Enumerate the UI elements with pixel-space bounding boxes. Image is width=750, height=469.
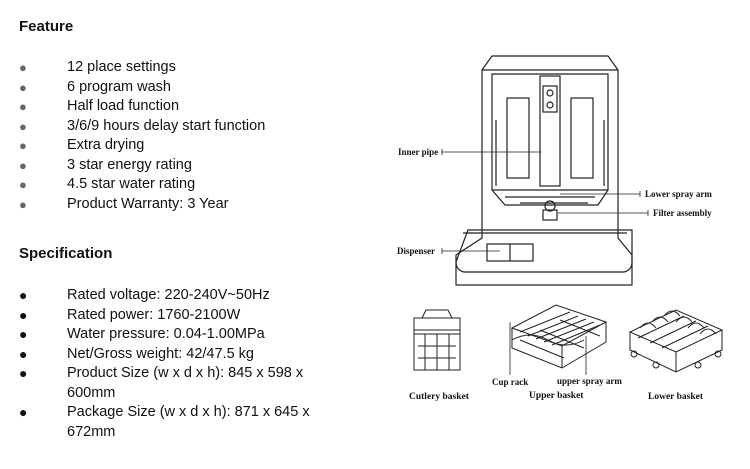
bullet-icon: ● [19,138,27,153]
bullet-icon: ● [19,99,27,114]
specification-item: ● Net/Gross weight: 42/47.5 kg [19,345,319,365]
cutlery-basket-illustration [413,309,461,371]
specification-item-text: Package Size (w x d x h): 871 x 645 x 67… [67,404,310,440]
lower-spray-arm-label: Lower spray arm [645,189,712,199]
specification-item: ● Rated power: 1760-2100W [19,306,319,326]
feature-list: ● 12 place settings ● 6 program wash ● Half l… [19,58,265,214]
specification-item: ● Rated voltage: 220-240V~50Hz [19,286,319,306]
bullet-icon: ● [19,345,28,362]
cutlery-basket-caption: Cutlery basket [409,392,470,402]
bullet-icon: ● [19,306,28,323]
filter-assembly-label: Filter assembly [653,208,712,218]
feature-item-text: 3/6/9 hours delay start function [67,117,266,134]
feature-item: ● 12 place settings [19,58,265,78]
specification-item-text: Rated voltage: 220-240V~50Hz [67,287,270,303]
bullet-icon: ● [19,287,28,303]
specification-item: ● Product Size (w x d x h): 845 x 598 x 6… [19,364,319,403]
feature-item-text: Product Warranty: 3 Year [67,195,229,212]
specification-list: ● Rated voltage: 220-240V~50Hz ● Rated powe… [19,286,319,442]
cup-rack-label: Cup rack [492,377,528,387]
bullet-icon: ● [19,404,28,420]
specification-item: ● Package Size (w x d x h): 871 x 645 x 6… [19,403,319,442]
dishwasher-body [455,55,633,286]
lower-basket-illustration [628,309,724,373]
specification-item-text: Water pressure: 0.04-1.00MPa [67,326,265,342]
feature-item-text: 12 place settings [67,59,176,75]
feature-item: ● 4.5 star water rating [19,175,265,195]
feature-item: ● Half load function [19,97,265,117]
label-leaders [441,149,649,254]
feature-item: ● 6 program wash [19,78,265,98]
specification-item-text: Net/Gross weight: 42/47.5 kg [67,345,254,362]
bullet-icon: ● [19,326,28,342]
specification-item: ● Water pressure: 0.04-1.00MPa [19,325,319,345]
bullet-icon: ● [19,177,27,192]
feature-item: ● 3 star energy rating [19,156,265,176]
feature-item: ● Product Warranty: 3 Year [19,195,265,215]
feature-heading: Feature [19,18,74,35]
bullet-icon: ● [19,79,27,95]
upper-basket-caption: Upper basket [529,391,584,401]
feature-item-text: Extra drying [67,137,145,153]
specification-item-text: Product Size (w x d x h): 845 x 598 x 60… [67,365,304,401]
bullet-icon: ● [19,196,27,212]
lower-basket-caption: Lower basket [648,392,704,402]
bullet-icon: ● [19,365,28,381]
bullet-icon: ● [19,118,27,134]
upper-spray-arm-label: upper spray arm [557,376,622,386]
feature-item-text: 4.5 star water rating [67,176,196,192]
bullet-icon: ● [19,157,27,173]
feature-item-text: 3 star energy rating [67,156,192,173]
feature-item: ● Extra drying [19,136,265,156]
dispenser-label: Dispenser [397,246,435,256]
upper-basket-illustration [510,304,608,369]
bullet-icon: ● [19,60,27,75]
feature-item-text: 6 program wash [67,78,171,95]
feature-item-text: Half load function [67,98,180,114]
specification-item-text: Rated power: 1760-2100W [67,306,241,323]
inner-pipe-label: Inner pipe [398,147,438,157]
feature-item: ● 3/6/9 hours delay start function [19,117,265,137]
specification-heading: Specification [19,245,113,262]
upper-basket-leaders [509,322,587,375]
